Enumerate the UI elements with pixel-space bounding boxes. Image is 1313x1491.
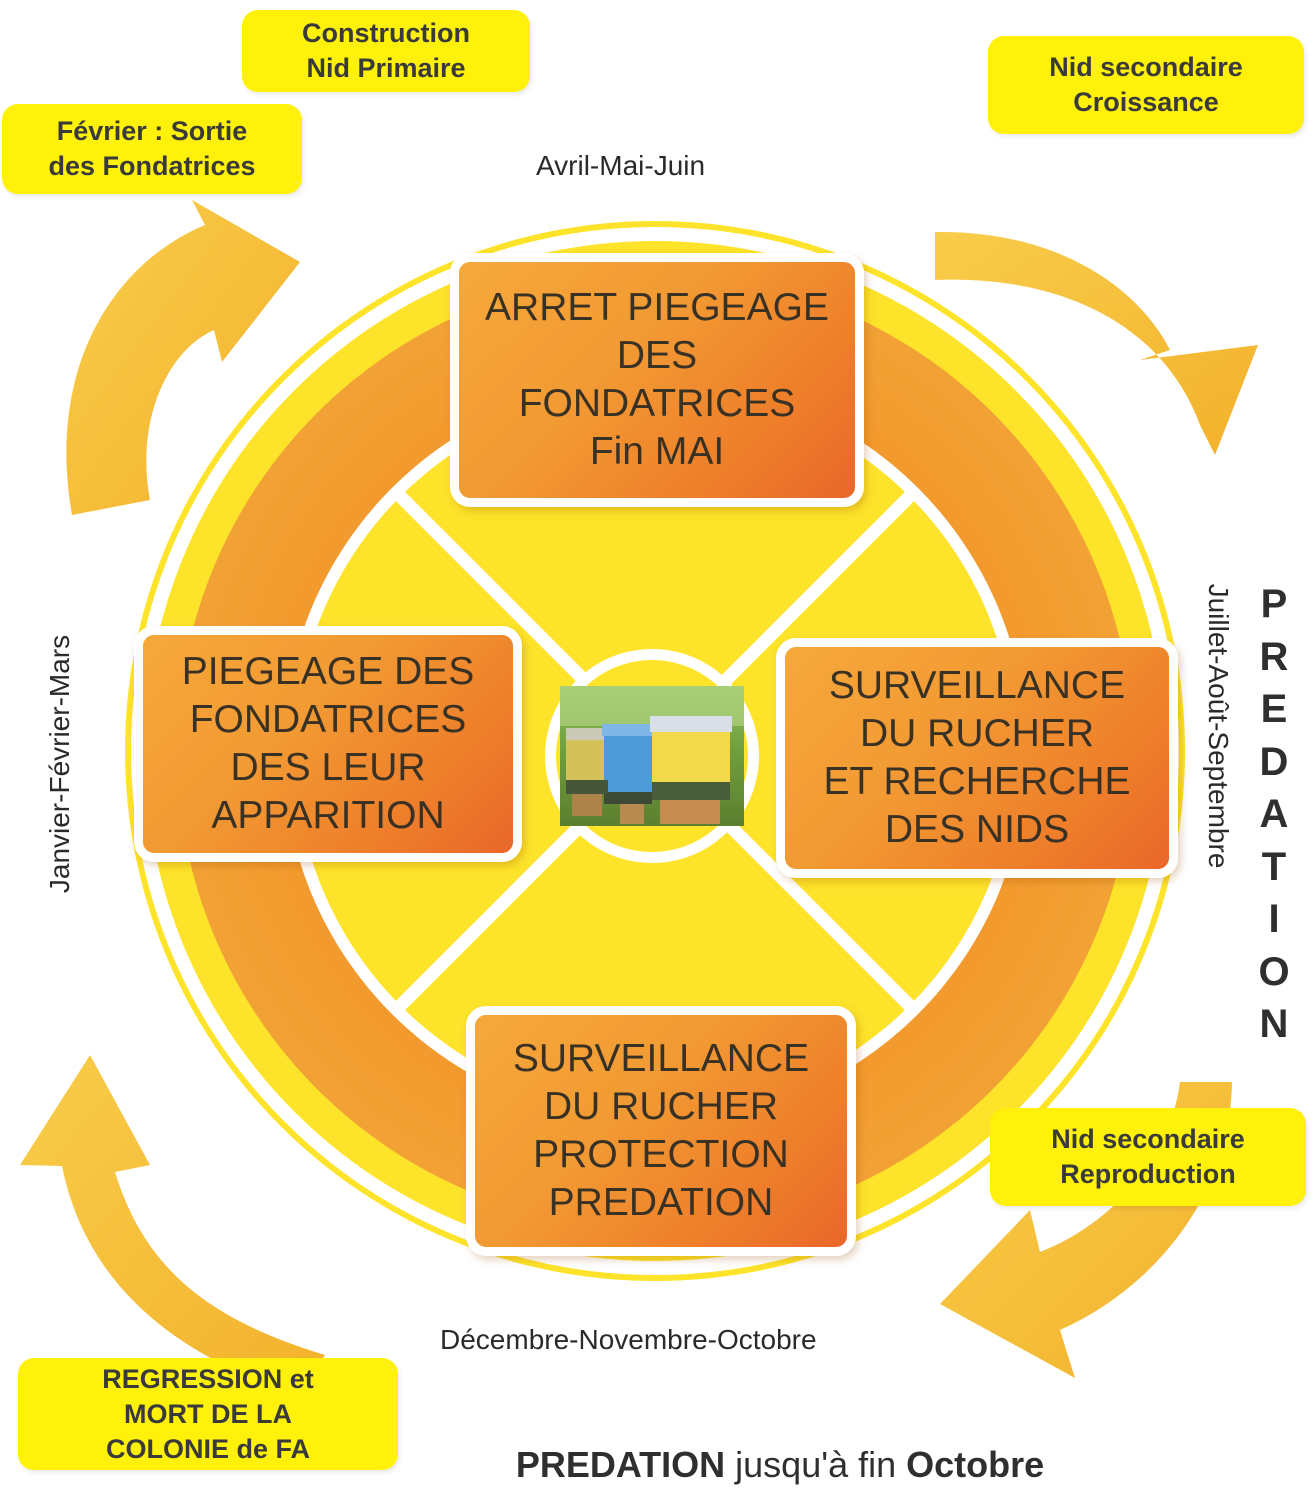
stage-line: PREDATION — [548, 1181, 774, 1224]
stage-line: SURVEILLANCE — [828, 664, 1126, 707]
arrow-top-left — [66, 200, 300, 515]
month-label-bottom: Décembre-Novembre-Octobre — [440, 1324, 817, 1355]
stage-line: SURVEILLANCE — [512, 1037, 810, 1080]
stage-line: DU RUCHER — [860, 712, 1094, 755]
label-nid-secondaire-reproduction: Nid secondaire Reproduction — [990, 1108, 1306, 1206]
month-label-top: Avril-Mai-Juin — [536, 150, 706, 181]
label-line: Février : Sortie — [56, 116, 248, 146]
arrow-bottom-left — [20, 1055, 325, 1395]
label-line: COLONIE de FA — [105, 1433, 311, 1464]
stage-line: DES NIDS — [884, 808, 1070, 851]
stage-line: DU RUCHER — [544, 1085, 778, 1128]
footer-middle: jusqu'à fin — [725, 1444, 907, 1485]
footer-caption: PREDATION jusqu'à fin Octobre — [0, 1444, 1313, 1486]
stage-box-left: PIEGEAGE DES FONDATRICES DES LEUR APPARI… — [134, 626, 522, 862]
predation-letter: E — [1260, 687, 1288, 731]
predation-letter: N — [1259, 1002, 1289, 1046]
label-line: Reproduction — [1060, 1159, 1236, 1189]
predation-vertical-label: P R E D A T I O N — [1252, 578, 1296, 1051]
label-line: Nid secondaire — [1049, 52, 1243, 82]
stage-line: Fin MAI — [589, 430, 725, 473]
stage-box-right: SURVEILLANCE DU RUCHER ET RECHERCHE DES … — [776, 638, 1178, 878]
footer-octobre: Octobre — [906, 1444, 1045, 1485]
arrow-top-right — [935, 231, 1258, 455]
label-regression-mort-colonie: REGRESSION et MORT DE LA COLONIE de FA — [18, 1358, 398, 1470]
predation-letter: P — [1260, 582, 1288, 626]
month-label-right: Juillet-Août-Septembre — [1203, 583, 1234, 869]
label-line: Construction — [302, 18, 470, 48]
label-line: MORT DE LA — [124, 1398, 292, 1429]
label-line: Nid Primaire — [306, 53, 466, 83]
label-nid-secondaire-croissance: Nid secondaire Croissance — [988, 36, 1304, 134]
stage-box-top: ARRET PIEGEAGE DES FONDATRICES Fin MAI — [450, 253, 864, 507]
stage-line: FONDATRICES — [518, 382, 796, 425]
stage-line: APPARITION — [211, 794, 445, 837]
label-fevrier-sortie-fondatrices: Février : Sortie des Fondatrices — [2, 104, 302, 194]
predation-letter: A — [1259, 792, 1289, 836]
month-label-left: Janvier-Février-Mars — [44, 634, 75, 894]
stage-box-bottom: SURVEILLANCE DU RUCHER PROTECTION PREDAT… — [466, 1006, 856, 1256]
predation-letter: D — [1259, 739, 1289, 784]
label-line: Nid secondaire — [1051, 1124, 1245, 1154]
predation-letter: R — [1259, 634, 1289, 679]
predation-letter: T — [1261, 844, 1287, 889]
stage-line: ARRET PIEGEAGE — [485, 286, 829, 329]
label-construction-nid-primaire: Construction Nid Primaire — [242, 10, 530, 92]
predation-letter: I — [1268, 897, 1280, 941]
footer-predation: PREDATION — [515, 1444, 726, 1485]
label-line: Croissance — [1073, 87, 1219, 117]
stage-line: PROTECTION — [533, 1133, 789, 1176]
stage-line: ET RECHERCHE — [823, 760, 1131, 803]
label-line: des Fondatrices — [48, 151, 256, 181]
stage-line: PIEGEAGE DES — [181, 650, 475, 693]
beehive-photo — [560, 686, 744, 826]
label-line: REGRESSION et — [102, 1363, 314, 1394]
stage-line: DES — [616, 334, 698, 377]
stage-line: DES LEUR — [230, 746, 426, 789]
stage-line: FONDATRICES — [189, 698, 467, 741]
predation-letter: O — [1258, 949, 1290, 994]
